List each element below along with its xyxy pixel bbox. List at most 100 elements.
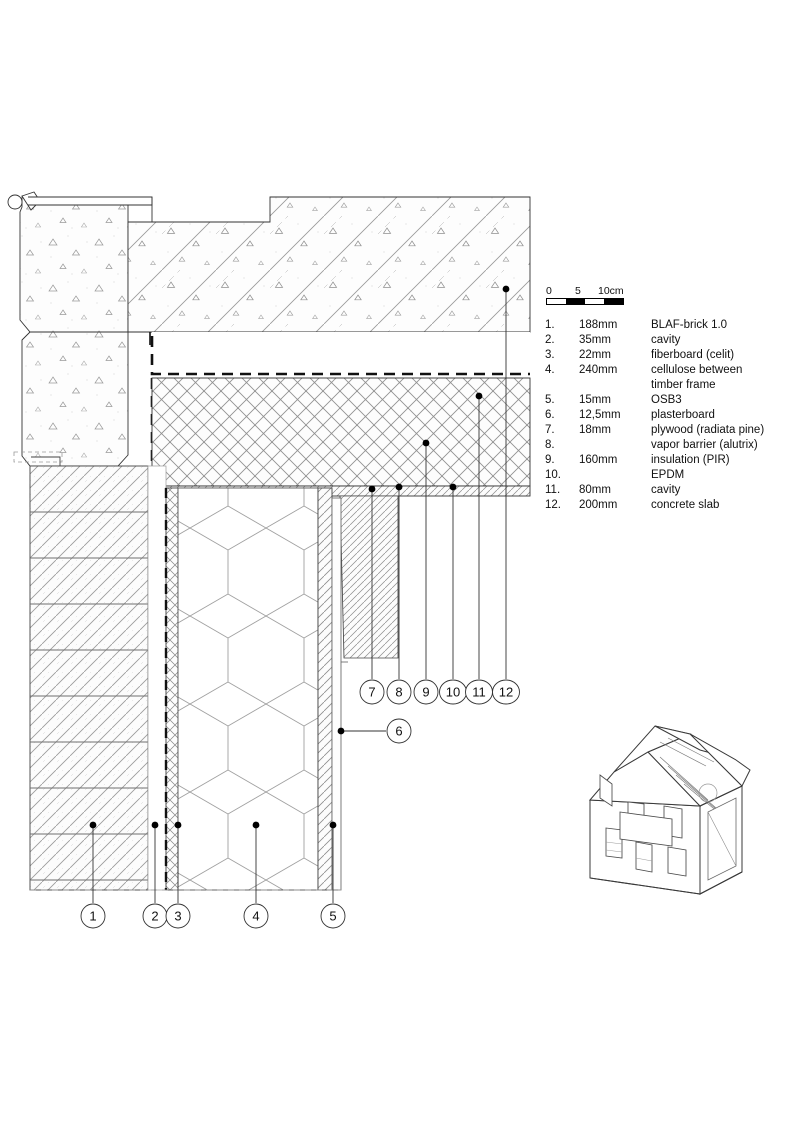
callout-10: 10 xyxy=(439,679,467,705)
callout-label: 7 xyxy=(368,685,375,700)
callout-11: 11 xyxy=(465,679,493,705)
legend-description: fiberboard (celit) xyxy=(651,349,735,361)
callout-6: 6 xyxy=(386,718,412,744)
legend-description: insulation (PIR) xyxy=(651,454,730,466)
legend-description: timber frame xyxy=(651,379,716,391)
legend-number: 6. xyxy=(545,409,555,421)
leader-dot-5 xyxy=(329,821,337,829)
legend-dimension: 35mm xyxy=(579,334,611,346)
callout-label: 1 xyxy=(89,909,96,924)
brick-outer-leaf xyxy=(29,465,149,891)
callout-circle xyxy=(359,679,385,705)
leader-dot-11 xyxy=(475,392,483,400)
leader-dot-4 xyxy=(252,821,260,829)
legend-dimension: 80mm xyxy=(579,484,611,496)
legend-description: cellulose between xyxy=(651,364,743,376)
leader-dot-9 xyxy=(422,439,430,447)
leader-dot-2 xyxy=(151,821,159,829)
legend-number: 2. xyxy=(545,334,555,346)
leader-dot-7 xyxy=(368,485,376,493)
wall-assembly xyxy=(29,465,342,891)
legend-description: concrete slab xyxy=(651,499,720,511)
leader-dot-6 xyxy=(337,727,345,735)
callout-7: 7 xyxy=(359,679,385,705)
legend-row: 6. 12,5mm plasterboard xyxy=(545,408,795,423)
legend-number: 5. xyxy=(545,394,555,406)
plywood-fascia xyxy=(339,495,399,659)
callout-label: 5 xyxy=(329,909,336,924)
callout-12: 12 xyxy=(492,679,520,705)
scale-bar-graphic xyxy=(546,298,624,305)
scale-segment xyxy=(566,299,585,304)
osb3-layer xyxy=(317,487,333,891)
legend-dimension: 160mm xyxy=(579,454,618,466)
callout-circle xyxy=(386,718,412,744)
callout-circle xyxy=(165,903,191,929)
legend-number: 12. xyxy=(545,499,561,511)
legend-description: plasterboard xyxy=(651,409,715,421)
legend-number: 10. xyxy=(545,469,561,481)
legend-number: 8. xyxy=(545,439,555,451)
callout-label: 9 xyxy=(422,685,429,700)
legend-dimension: 240mm xyxy=(579,364,618,376)
leader-dot-1 xyxy=(89,821,97,829)
legend-number: 1. xyxy=(545,319,555,331)
callout-label: 6 xyxy=(395,724,402,739)
fiberboard-celit xyxy=(165,487,179,891)
callout-8: 8 xyxy=(386,679,412,705)
leader-dot-3 xyxy=(174,821,182,829)
leader-dot-8 xyxy=(395,483,403,491)
scale-label-0: 0 xyxy=(546,285,552,297)
leader-dot-10 xyxy=(449,483,457,491)
leaders xyxy=(92,289,507,903)
cellulose-insulation xyxy=(177,487,319,891)
legend-description: plywood (radiata pine) xyxy=(651,424,765,436)
scale-label-5: 5 xyxy=(575,285,581,297)
legend-dimension: 188mm xyxy=(579,319,618,331)
legend-description: EPDM xyxy=(651,469,685,481)
concrete-slab-top xyxy=(127,196,531,333)
callout-label: 4 xyxy=(252,909,259,924)
callout-9: 9 xyxy=(413,679,439,705)
legend-number: 4. xyxy=(545,364,555,376)
leader-dots xyxy=(89,285,510,829)
epdm-membrane-top xyxy=(150,336,530,376)
legend-dimension: 18mm xyxy=(579,424,611,436)
brick-courses xyxy=(30,511,148,881)
callout-circle xyxy=(320,903,346,929)
scale-segment xyxy=(547,299,566,304)
legend-number: 3. xyxy=(545,349,555,361)
hidden-detail-box xyxy=(13,451,63,463)
cavity-void-11 xyxy=(152,332,530,374)
house-axonometric xyxy=(588,725,751,895)
legend-row: 7. 18mm plywood (radiata pine) xyxy=(545,423,795,438)
legend-row: timber frame xyxy=(545,378,795,393)
pir-insulation-block xyxy=(151,377,531,487)
scale-label-10: 10cm xyxy=(598,285,624,297)
legend-number: 9. xyxy=(545,454,555,466)
callout-circle xyxy=(492,679,520,705)
legend-dimension: 15mm xyxy=(579,394,611,406)
legend-dimension: 22mm xyxy=(579,349,611,361)
callout-3: 3 xyxy=(165,903,191,929)
callout-label: 11 xyxy=(472,685,486,700)
callout-5: 5 xyxy=(320,903,346,929)
callout-label: 3 xyxy=(174,909,181,924)
callout-label: 12 xyxy=(499,685,513,700)
legend-description: cavity xyxy=(651,484,681,496)
callout-1: 1 xyxy=(80,903,106,929)
plasterboard-layer xyxy=(331,497,342,891)
scale-bar-labels: 0 5 10cm xyxy=(546,285,646,298)
scale-segment xyxy=(604,299,623,304)
legend-dimension: 12,5mm xyxy=(579,409,621,421)
parapet-concrete-lower xyxy=(21,331,129,467)
legend-number: 7. xyxy=(545,424,555,436)
callout-label: 10 xyxy=(446,685,460,700)
